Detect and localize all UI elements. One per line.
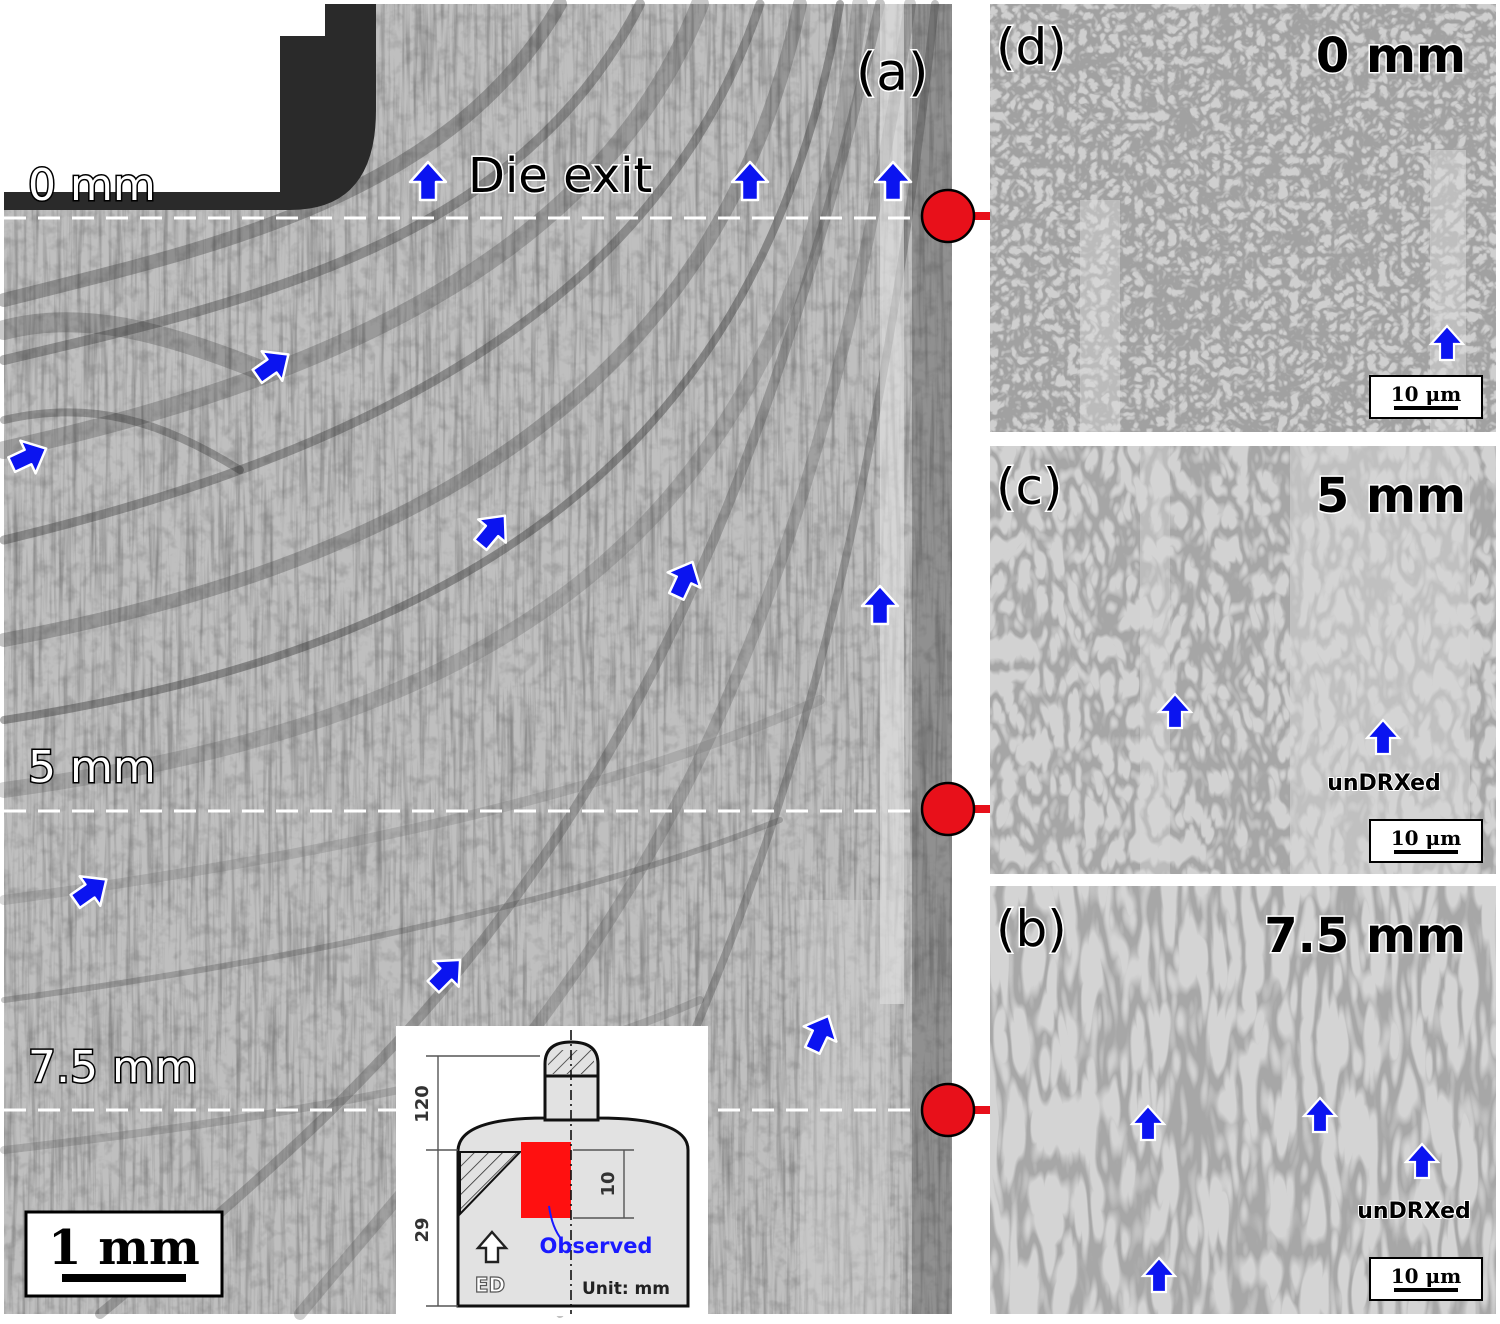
main-panel-labels: (a) Die exit 0 mm 5 mm 7.5 mm — [27, 42, 930, 1095]
distance-label-0mm: 0 mm — [28, 160, 156, 211]
blue-arrow-icon — [251, 350, 290, 385]
panel-label-b: (b) — [996, 900, 1067, 958]
unit-label: Unit: mm — [582, 1279, 670, 1299]
scale-bar-label-c: 10 μm — [1391, 826, 1462, 850]
blue-arrow-icon — [1403, 1142, 1441, 1180]
blue-arrow-icon — [1156, 692, 1194, 730]
scale-bar-label-d: 10 μm — [1391, 382, 1462, 406]
dimension-10: 10 — [598, 1171, 619, 1196]
blue-arrow-icon — [426, 958, 462, 994]
main-scale-bar: 1 mm — [24, 1210, 224, 1298]
side-panel-b: (b) 7.5 mm unDRXed 10 μm — [990, 886, 1496, 1314]
blue-arrow-icon — [666, 560, 702, 601]
distance-label-d: 0 mm — [1316, 28, 1466, 84]
blue-arrow-icon — [1428, 324, 1466, 362]
die-exit-label: Die exit — [468, 148, 652, 204]
blue-arrow-icon — [1364, 718, 1402, 756]
side-panel-c: (c) 5 mm unDRXed 10 μm — [990, 446, 1496, 874]
distance-label-b: 7.5 mm — [1264, 908, 1466, 964]
outline-up-arrow-icon — [475, 1230, 509, 1264]
blue-arrow-icon — [408, 160, 448, 202]
die-profile — [4, 4, 376, 210]
blue-arrow-icon — [802, 1014, 838, 1055]
dimension-29: 29 — [412, 1217, 433, 1242]
distance-label-5mm: 5 mm — [28, 742, 156, 793]
distance-label-7-5mm: 7.5 mm — [28, 1042, 198, 1093]
main-micrograph-panel — [0, 0, 952, 1320]
extrusion-schematic-inset: 120 29 10 Observed ED Unit: mm — [396, 1026, 708, 1316]
blue-arrow-icon — [730, 160, 770, 202]
undrxed-label-c: unDRXed — [1327, 771, 1441, 796]
blue-arrow-icon — [1129, 1104, 1167, 1142]
blue-arrow-icon — [69, 875, 108, 910]
side-panel-d: (d) 0 mm 10 μm — [990, 4, 1496, 432]
blue-arrow-icon — [873, 160, 913, 202]
observed-label: Observed — [540, 1234, 653, 1258]
main-scale-bar-label: 1 mm — [48, 1220, 200, 1276]
panel-label-d: (d) — [996, 18, 1067, 76]
scale-bar-label-b: 10 μm — [1391, 1264, 1462, 1288]
distance-label-c: 5 mm — [1316, 468, 1466, 524]
ed-label: ED — [475, 1273, 505, 1297]
panel-label-c: (c) — [996, 458, 1063, 516]
panel-label-a: (a) — [856, 43, 928, 103]
dimension-120: 120 — [412, 1085, 433, 1123]
blue-arrow-icon — [1140, 1256, 1178, 1294]
blue-arrow-icon — [860, 584, 900, 626]
blue-arrow-icon — [7, 439, 48, 475]
flow-arrows — [7, 160, 913, 1055]
undrxed-label-b: unDRXed — [1357, 1199, 1471, 1224]
blue-arrow-icon — [1301, 1096, 1339, 1134]
blue-arrow-icon — [473, 514, 508, 552]
